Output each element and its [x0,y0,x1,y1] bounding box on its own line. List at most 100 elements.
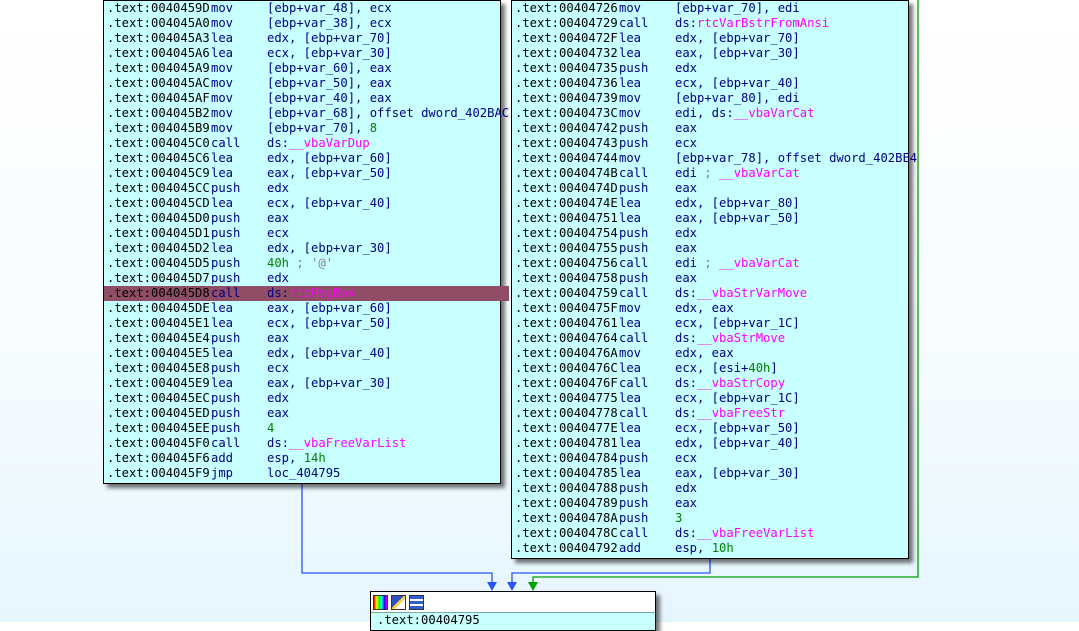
function-reference[interactable]: __vbaVarCat [733,106,815,120]
function-reference[interactable]: rtcMsgBox [289,286,356,300]
code-line[interactable]: .text:00404726mov[ebp+var_70], edi [512,1,917,16]
line-mnemonic: push [211,421,241,435]
operand-part: eax, [ebp+var_30] [267,376,392,390]
code-line[interactable]: .text:004045ACmov[ebp+var_50], eax [104,76,509,91]
code-line[interactable]: .text:004045B2mov[ebp+var_68], offset dw… [104,106,509,121]
operand-part: [ebp+var_70], [267,121,370,135]
operand-part: edx, [ebp+var_40] [267,346,392,360]
operand-part: ecx [675,136,698,150]
code-line[interactable]: .text:0040459Dmov[ebp+var_48], ecx [104,1,509,16]
code-block-left[interactable]: .text:0040459Dmov[ebp+var_48], ecx.text:… [103,0,510,484]
operand-part: esp, [675,541,712,555]
code-line[interactable]: .text:00404739mov[ebp+var_80], edi [512,91,917,106]
function-reference[interactable]: __vbaStrCopy [697,376,786,390]
function-reference[interactable]: rtcVarBstrFromAnsi [697,16,830,30]
code-line[interactable]: .text:004045AFmov[ebp+var_40], eax [104,91,509,106]
function-reference[interactable]: __vbaStrVarMove [697,286,808,300]
code-block-bottom[interactable]: .text:00404795 [370,591,656,631]
function-reference[interactable]: __vbaStrMove [697,331,786,345]
function-reference[interactable]: __vbaVarCat [719,256,800,270]
function-reference[interactable]: __vbaFreeVarList [289,436,407,450]
function-reference[interactable]: __vbaVarDup [289,136,370,150]
function-reference[interactable]: __vbaFreeVarList [697,526,815,540]
color-palette-icon[interactable] [373,594,388,610]
operand-part: [ebp+var_38], ecx [267,16,392,30]
line-mnemonic: lea [619,31,642,45]
line-mnemonic: push [211,391,241,405]
code-block-right[interactable]: .text:00404726mov[ebp+var_70], edi.text:… [511,0,917,559]
line-mnemonic: push [211,256,241,270]
code-line[interactable]: .text:004045A0mov[ebp+var_38], ecx [104,16,509,31]
code-line[interactable]: .text:004045A9mov[ebp+var_60], eax [104,61,509,76]
line-operands: eax, [ebp+var_30] [675,466,800,480]
graph-overview-icon[interactable] [409,594,424,610]
code-line[interactable]: .text:00404744mov[ebp+var_78], offset dw… [512,151,917,166]
function-reference[interactable]: __vbaFreeStr [697,406,786,420]
line-operands: ecx, [ebp+var_40] [267,196,392,210]
line-address: .text:004045C0 [107,136,210,150]
edit-block-icon[interactable] [391,594,406,610]
function-reference[interactable]: __vbaVarCat [719,166,800,180]
code-line[interactable]: .text:004045B9mov[ebp+var_70], 8 [104,121,509,136]
